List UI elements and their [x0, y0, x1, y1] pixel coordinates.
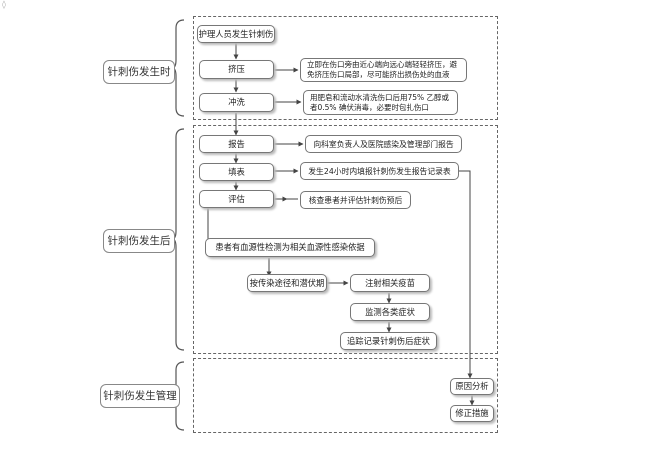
incident-box: 护理人员发生针刺伤 [197, 25, 275, 43]
rinse-note-box: 用肥皂和流动水清洗伤口后用75% 乙醇或者0.5% 碘伏消毒，必要时包扎伤口 [303, 90, 458, 115]
squeeze-note-box: 立即在伤口旁由近心端向远心端轻轻挤压，避免挤压伤口局部，尽可能挤出损伤处的血液 [300, 58, 467, 82]
rinse-box: 冲洗 [199, 93, 274, 112]
blood-test-box: 患者有血源性检测为相关血源性感染依据 [205, 238, 375, 257]
section-during [193, 16, 498, 120]
cause-analysis-box: 原因分析 [450, 378, 494, 395]
fill-box: 填表 [199, 163, 274, 181]
section-label-after: 针刺伤发生后 [103, 229, 175, 253]
brace-after [172, 128, 185, 351]
route-box: 按传染途径和潜伏期 [247, 274, 327, 292]
corner-glyph: ◊ [2, 0, 6, 9]
assess-note-box: 核查患者并评估针刺伤预后 [300, 191, 411, 209]
squeeze-box: 挤压 [199, 60, 274, 79]
brace-during [172, 19, 185, 117]
corrective-action-box: 修正措施 [450, 405, 494, 422]
brace-management [172, 361, 185, 431]
track-box: 追踪记录针刺伤后症状 [340, 332, 437, 350]
section-after [193, 125, 498, 354]
monitor-box: 监测各类症状 [350, 303, 430, 321]
report-box: 报告 [199, 135, 274, 153]
section-management [193, 358, 498, 433]
vaccine-box: 注射相关疫苗 [350, 274, 430, 292]
section-label-during: 针刺伤发生时 [103, 60, 175, 84]
section-label-management: 针刺伤发生管理 [100, 384, 180, 408]
report-note-box: 向科室负责人及医院感染及管理部门报告 [305, 135, 462, 153]
assess-box: 评估 [199, 190, 274, 208]
fill-note-box: 发生24小时内填报针刺伤发生报告记录表 [300, 162, 459, 180]
